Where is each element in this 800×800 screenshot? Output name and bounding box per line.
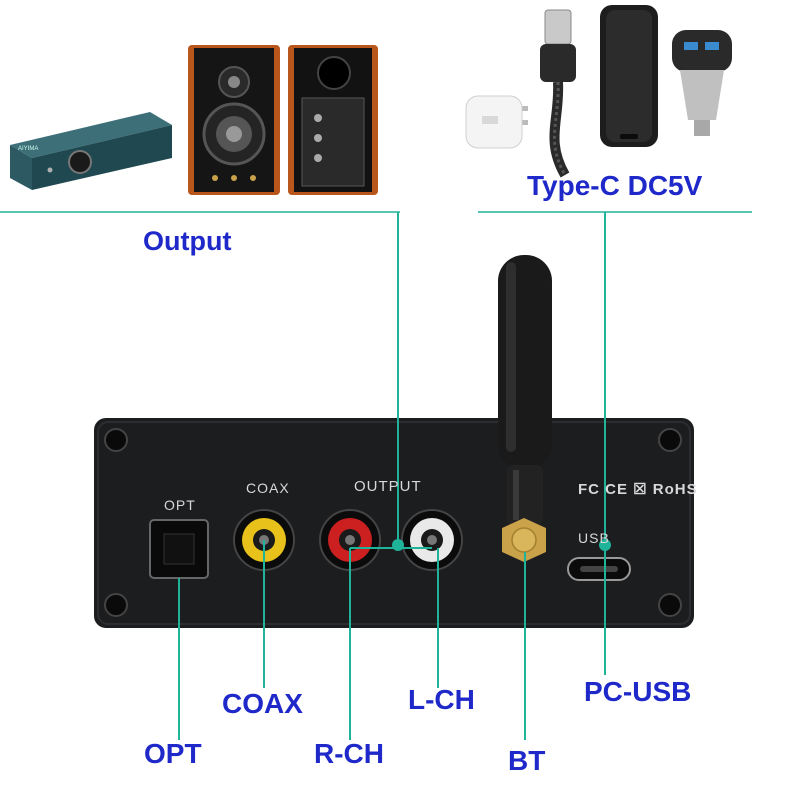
speaker-back-icon <box>288 45 378 195</box>
amplifier-icon: AIYIMA <box>10 112 172 190</box>
optical-port <box>149 519 209 579</box>
rch-label: R-CH <box>314 738 384 769</box>
dac-device <box>94 418 694 628</box>
amp-brand-text: AIYIMA <box>18 146 38 152</box>
bt-antenna <box>498 255 552 562</box>
usb-dot <box>599 539 611 551</box>
coax-label: COAX <box>222 688 303 719</box>
panel-output-text: OUTPUT <box>354 478 422 495</box>
rch-jack <box>319 509 381 571</box>
lch-jack <box>401 509 463 571</box>
power-bank-icon <box>600 5 658 147</box>
panel-usb-text: USB <box>578 530 610 546</box>
usb-c-port <box>567 557 631 581</box>
speaker-icon <box>188 45 280 195</box>
car-charger-icon <box>672 30 732 136</box>
panel-opt-text: OPT <box>164 497 196 513</box>
power-label: Type-C DC5V <box>527 170 703 201</box>
panel-certs-text: FC CE ☒ RoHS <box>578 481 698 498</box>
wall-adapter-icon <box>465 95 528 149</box>
usb-cable-icon <box>540 9 576 178</box>
leader-lines <box>178 212 606 740</box>
output-label: Output <box>143 226 232 256</box>
output-dot <box>392 539 404 551</box>
opt-label: OPT <box>144 738 202 769</box>
bt-label: BT <box>508 745 546 776</box>
panel-coax-text: COAX <box>246 480 290 496</box>
lch-label: L-CH <box>408 684 475 715</box>
pcusb-label: PC-USB <box>584 676 692 707</box>
